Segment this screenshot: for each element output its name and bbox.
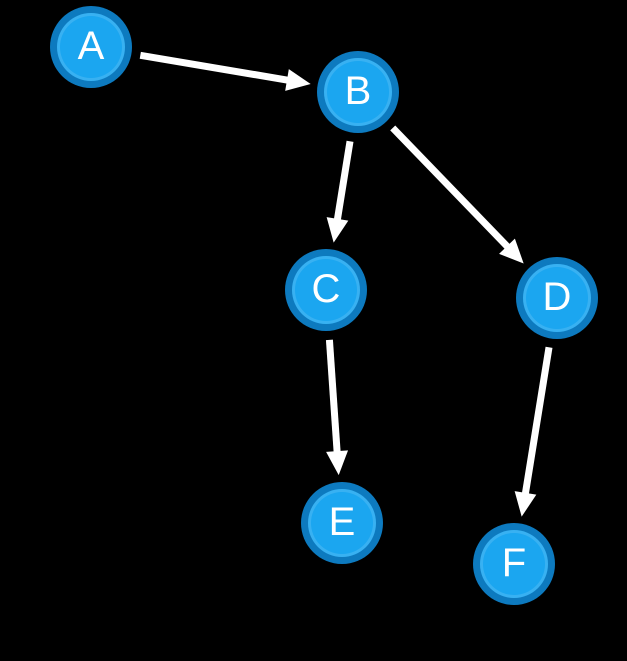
edge-D-F [514, 346, 553, 517]
edge-arrowhead [514, 491, 537, 517]
graph-node-fill: F [480, 530, 548, 598]
edge-line [521, 346, 553, 497]
graph-node-label: B [344, 69, 372, 113]
graph-node-f[interactable]: F [473, 523, 555, 605]
graph-node-label: E [328, 500, 356, 544]
graph-node-fill: E [308, 489, 376, 557]
edge-A-B [139, 51, 311, 91]
graph-node-fill: D [523, 264, 591, 332]
graph-node-fill: C [292, 256, 360, 324]
edge-C-E [325, 339, 349, 476]
graph-node-fill: A [57, 13, 125, 81]
edge-B-C [326, 140, 354, 243]
edge-arrowhead [285, 69, 311, 91]
graph-node-label: C [311, 267, 341, 311]
edge-arrowhead [326, 450, 349, 476]
graph-node-c[interactable]: C [285, 249, 367, 331]
graph-node-e[interactable]: E [301, 482, 383, 564]
graph-node-fill: B [324, 58, 392, 126]
graph-node-label: A [77, 24, 105, 68]
edge-line [325, 339, 341, 455]
graph-node-a[interactable]: A [50, 6, 132, 88]
edge-B-D [390, 125, 524, 264]
edge-line [333, 140, 354, 223]
graph-node-label: D [542, 275, 572, 319]
edge-line [139, 51, 291, 84]
edge-arrowhead [326, 217, 349, 243]
graph-node-d[interactable]: D [516, 257, 598, 339]
graph-node-b[interactable]: B [317, 51, 399, 133]
edge-line [390, 125, 512, 251]
edge-arrowhead [499, 238, 524, 264]
graph-node-label: F [501, 541, 527, 585]
